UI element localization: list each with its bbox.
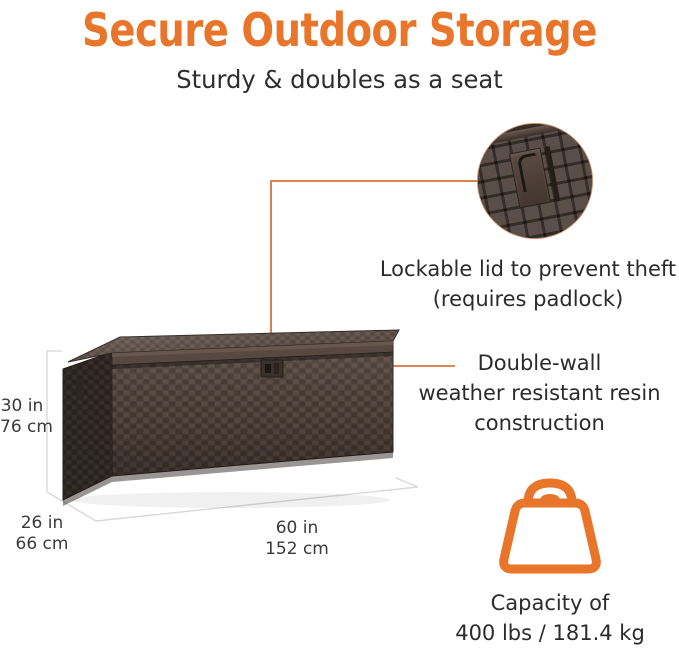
weight-icon [499, 478, 601, 574]
dimension-depth-metric: 66 cm [15, 534, 69, 554]
callout-double-wall-line-3: construction [474, 411, 605, 435]
guide-right-line [395, 477, 419, 488]
page-subtitle: Sturdy & doubles as a seat [176, 65, 503, 94]
box-lid-band-highlight [112, 341, 393, 357]
box-side-handle [76, 377, 84, 400]
dimension-label-depth: 26 in 66 cm [0, 513, 84, 555]
callout-double-wall-line-1: Double-wall [477, 351, 602, 375]
callout-lockable-lid-line-2: (requires padlock) [432, 287, 624, 311]
guide-depth-line [46, 491, 97, 522]
capacity-block: Capacity of 400 lbs / 181.4 kg [420, 470, 679, 648]
dimension-depth-inches: 26 in [20, 513, 64, 533]
magnifier-lid-latch-closeup [477, 123, 593, 239]
callout-double-wall-line-2: weather resistant resin [418, 381, 661, 405]
box-ground-shadow [70, 492, 390, 508]
dimension-label-height: 30 in 76 cm [0, 396, 53, 438]
dimension-label-width: 60 in 152 cm [222, 518, 372, 560]
box-base-shadow [63, 452, 393, 506]
page-title: Secure Outdoor Storage [82, 3, 597, 57]
capacity-text: Capacity of 400 lbs / 181.4 kg [420, 588, 679, 648]
dimension-width-metric: 152 cm [265, 539, 329, 559]
dimension-width-inches: 60 in [275, 518, 319, 538]
box-front-face-shade [112, 340, 393, 476]
box-lid-seam [112, 352, 393, 369]
callout-lockable-lid-text: Lockable lid to prevent theft (requires … [378, 254, 678, 314]
dimension-height-inches: 30 in [0, 396, 44, 416]
dimension-guides [46, 350, 419, 522]
box-left-face-shade [63, 352, 112, 500]
capacity-value: 400 lbs / 181.4 kg [455, 621, 645, 645]
dimension-height-metric: 76 cm [0, 417, 53, 437]
callout-double-wall-text: Double-wall weather resistant resin cons… [400, 348, 679, 438]
callout-lockable-lid-line-1: Lockable lid to prevent theft [379, 257, 677, 281]
box-latch [260, 359, 284, 378]
guide-width-line [95, 486, 419, 522]
box-lid-top-shade [68, 330, 399, 362]
capacity-label: Capacity of [490, 591, 610, 615]
